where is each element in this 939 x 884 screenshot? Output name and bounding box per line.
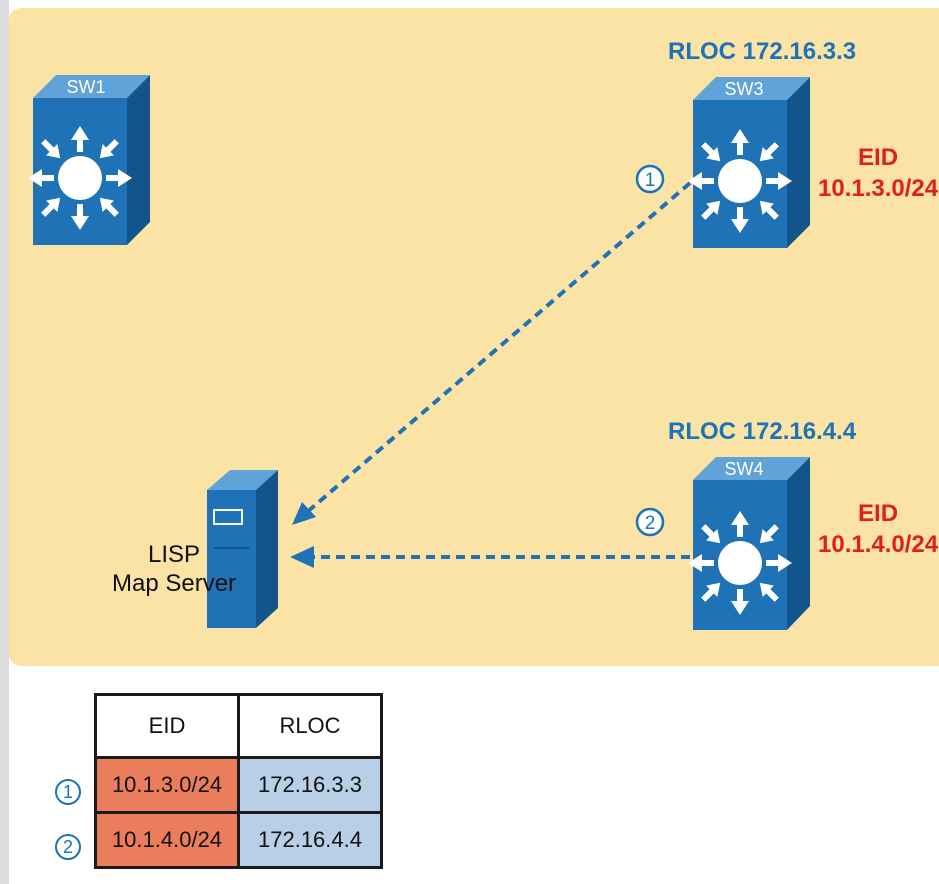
switch-sw1-name: SW1 bbox=[66, 77, 105, 97]
switch-sw3-name: SW3 bbox=[724, 79, 763, 99]
step-marker-2: 2 bbox=[635, 507, 665, 537]
svg-text:2: 2 bbox=[645, 513, 656, 534]
table-row: 10.1.3.0/24 172.16.3.3 bbox=[94, 756, 383, 814]
registration-arrow-1 bbox=[292, 181, 692, 525]
table-header-eid: EID bbox=[94, 693, 240, 759]
map-server-label: LISP Map Server bbox=[112, 540, 236, 598]
table-header-row: EID RLOC bbox=[94, 693, 383, 759]
sw3-rloc-label: RLOC 172.16.3.3 bbox=[668, 38, 857, 65]
map-server-icon bbox=[207, 470, 278, 628]
svg-text:1: 1 bbox=[645, 170, 656, 191]
table-header-rloc: RLOC bbox=[237, 693, 383, 759]
table-cell-rloc: 172.16.4.4 bbox=[237, 811, 383, 869]
step-marker-1: 1 bbox=[635, 164, 665, 194]
registration-arrow-2 bbox=[290, 546, 690, 568]
sw3-eid-label: EID 10.1.3.0/24 bbox=[818, 142, 938, 204]
switch-sw3: SW3 bbox=[688, 77, 810, 248]
sw3-eid-prefix: 10.1.3.0/24 bbox=[818, 175, 939, 202]
eid-rloc-mapping-table: EID RLOC 10.1.3.0/24 172.16.3.3 10.1.4.0… bbox=[94, 693, 383, 869]
table-cell-eid: 10.1.4.0/24 bbox=[94, 811, 240, 869]
table-row-marker-1: 1 bbox=[55, 779, 81, 805]
switch-sw4-name: SW4 bbox=[724, 459, 763, 479]
switch-sw4: SW4 bbox=[688, 457, 810, 630]
left-margin-strip bbox=[0, 0, 9, 884]
sw4-eid-prefix: 10.1.4.0/24 bbox=[818, 531, 939, 558]
sw3-eid-title: EID bbox=[858, 144, 899, 171]
switch-sw1: SW1 bbox=[28, 75, 150, 245]
sw4-rloc-label: RLOC 172.16.4.4 bbox=[668, 418, 857, 445]
map-server-label-line1: LISP bbox=[148, 541, 201, 568]
sw4-eid-label: EID 10.1.4.0/24 bbox=[818, 498, 938, 560]
map-server-label-line2: Map Server bbox=[112, 570, 237, 597]
sw4-eid-title: EID bbox=[858, 500, 899, 527]
table-row-marker-2: 2 bbox=[55, 834, 81, 860]
table-cell-eid: 10.1.3.0/24 bbox=[94, 756, 240, 814]
table-row: 10.1.4.0/24 172.16.4.4 bbox=[94, 811, 383, 869]
table-cell-rloc: 172.16.3.3 bbox=[237, 756, 383, 814]
